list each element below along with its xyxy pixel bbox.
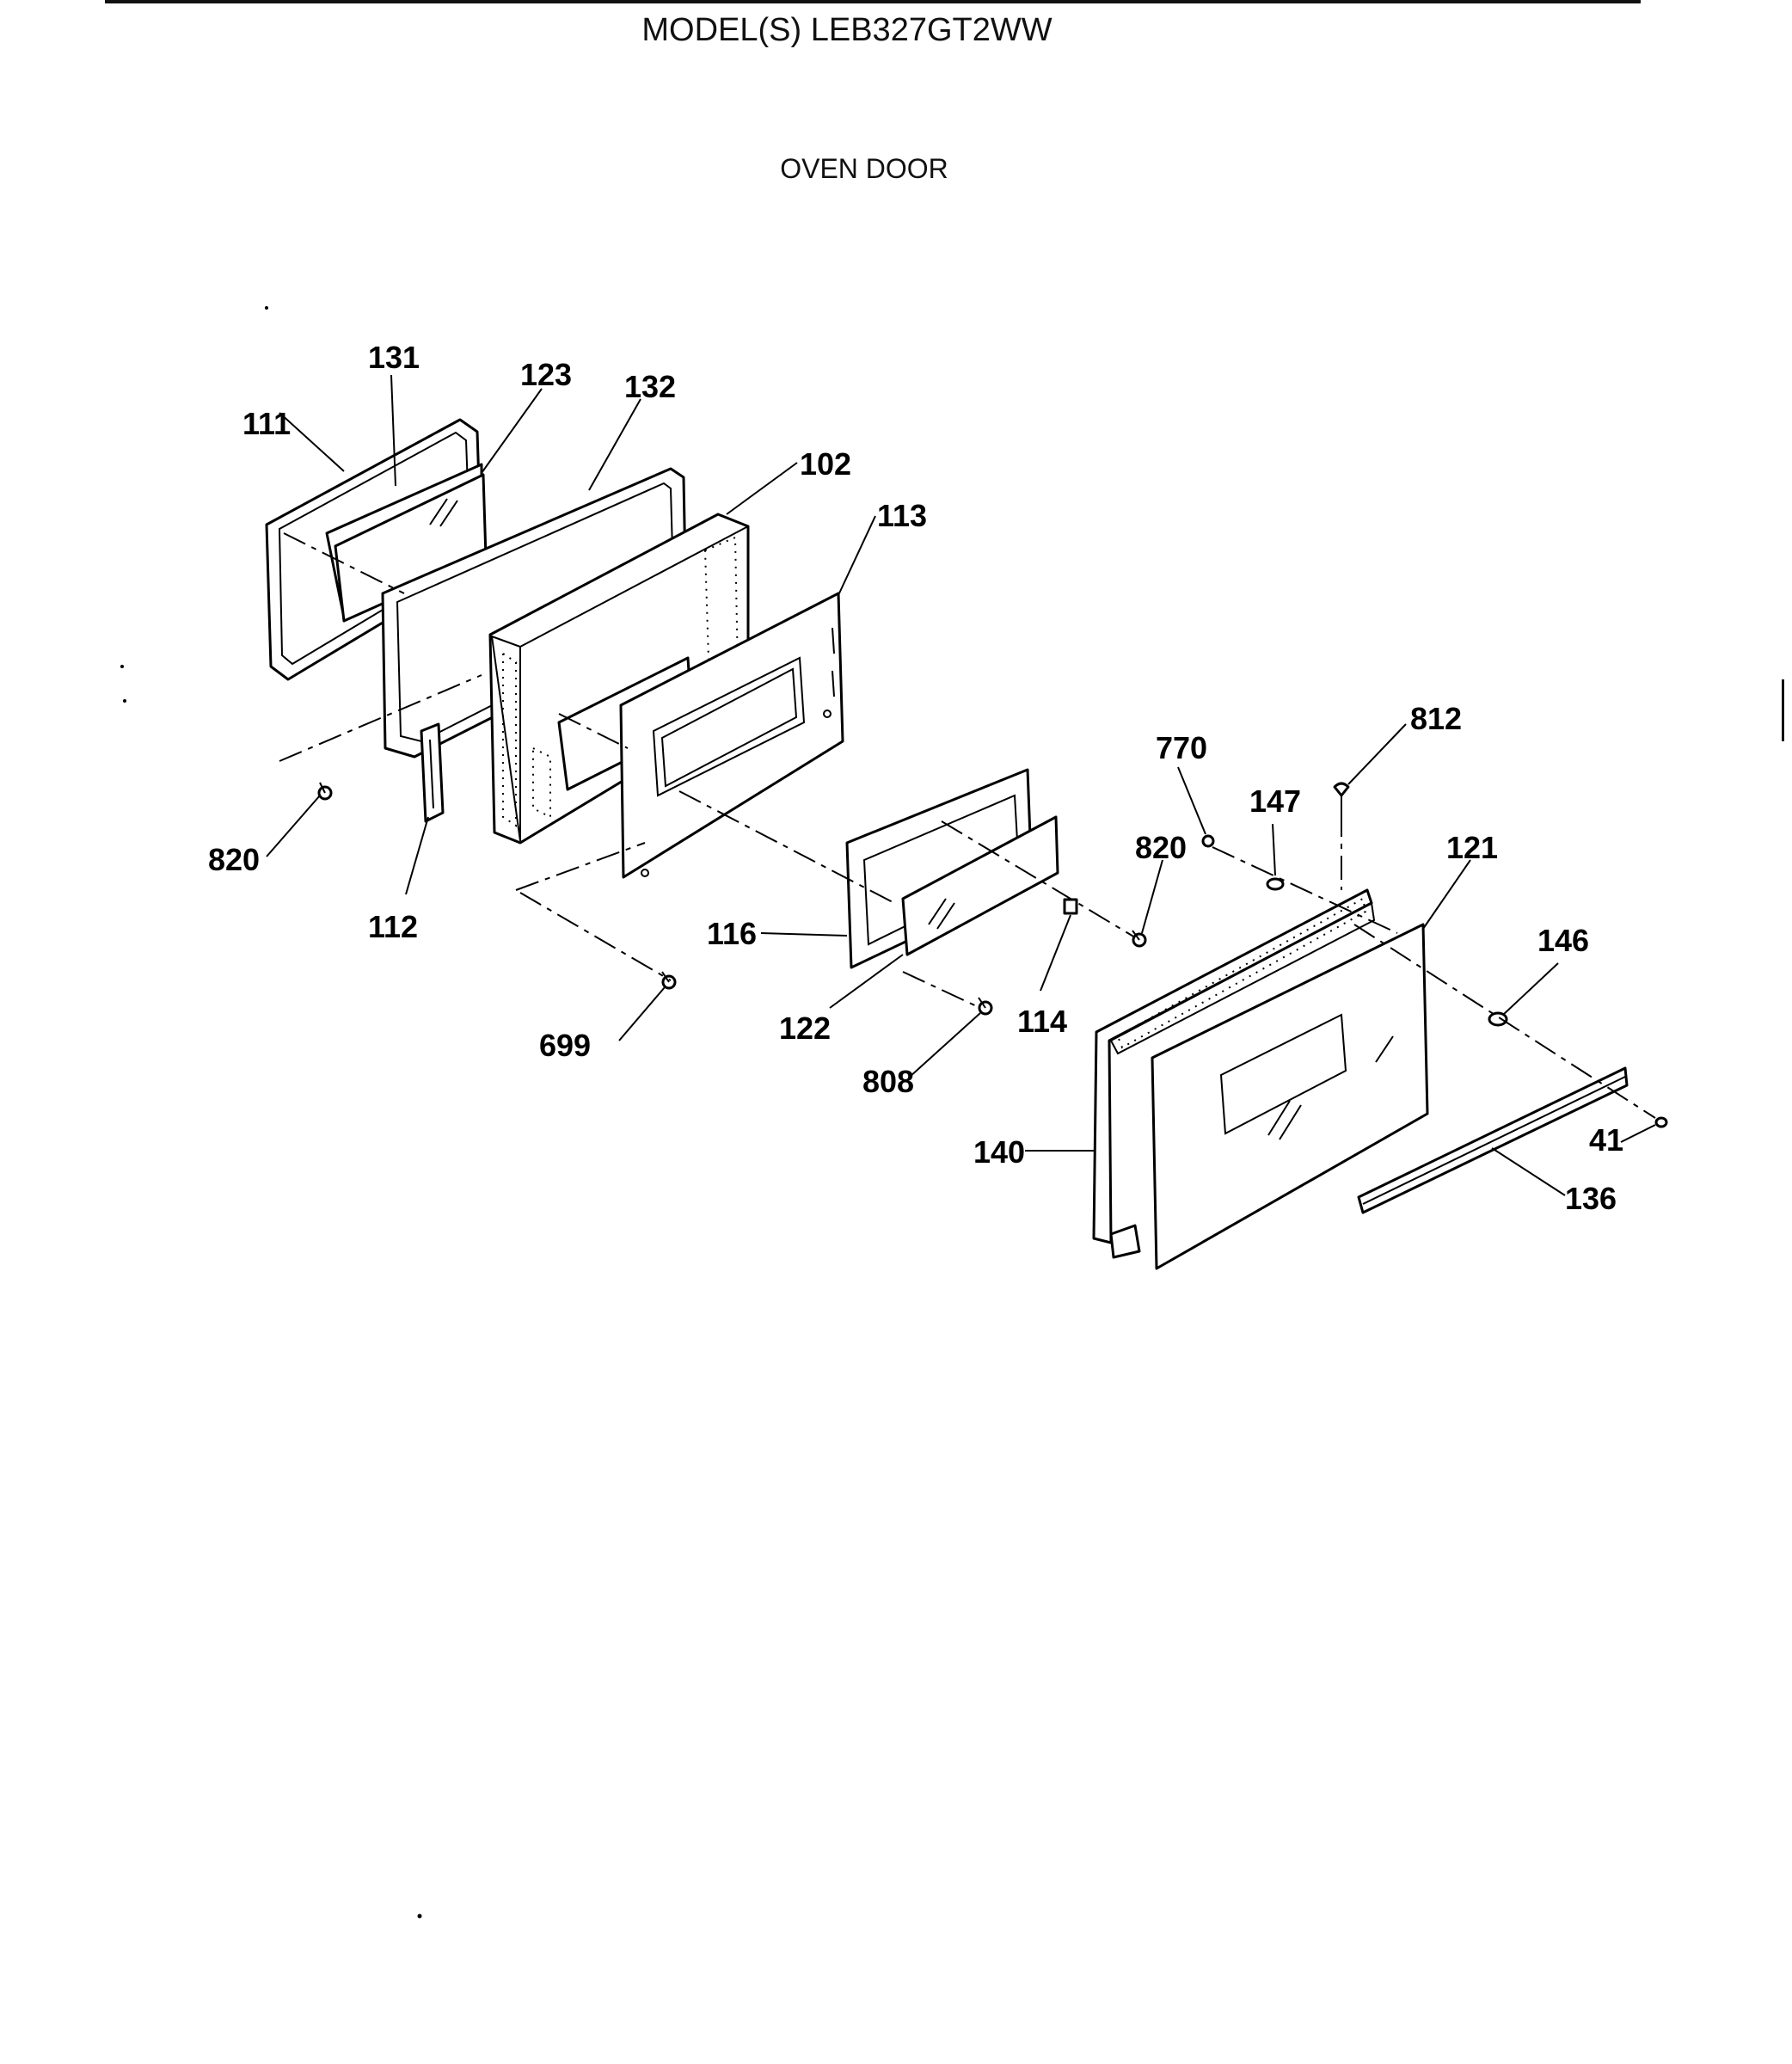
callout-820-right: 820 xyxy=(1135,830,1187,865)
callout-140: 140 xyxy=(973,1134,1025,1170)
callout-770: 770 xyxy=(1156,730,1207,765)
callout-808: 808 xyxy=(862,1064,914,1099)
callout-699: 699 xyxy=(539,1028,591,1063)
callout-132: 132 xyxy=(624,369,676,404)
hardware-screws xyxy=(317,782,1668,1128)
part-112-hinge-rail xyxy=(420,722,445,823)
callout-114: 114 xyxy=(1017,1004,1067,1039)
callout-112: 112 xyxy=(368,909,418,944)
top-rule xyxy=(105,0,1641,3)
callout-136: 136 xyxy=(1565,1181,1617,1216)
model-title: MODEL(S) LEB327GT2WW xyxy=(641,12,1052,48)
part-136-door-trim xyxy=(1357,1066,1629,1214)
callout-leader-lines xyxy=(266,374,1656,1196)
callout-131: 131 xyxy=(368,340,420,375)
section-title: OVEN DOOR xyxy=(780,153,948,184)
part-121-outer-glass-panel xyxy=(1151,923,1429,1270)
callout-116: 116 xyxy=(707,916,757,951)
callout-820-left: 820 xyxy=(208,842,260,877)
callout-123: 123 xyxy=(520,357,572,392)
callout-147: 147 xyxy=(1249,783,1301,819)
callout-121: 121 xyxy=(1446,830,1498,865)
callout-812: 812 xyxy=(1410,701,1462,736)
callout-122: 122 xyxy=(779,1010,831,1046)
callout-41: 41 xyxy=(1589,1122,1623,1158)
part-140-outer-door-frame xyxy=(1092,888,1376,1259)
assembly-dashed-lines xyxy=(279,532,1656,1119)
callout-102: 102 xyxy=(800,446,851,482)
edge-mark xyxy=(1782,679,1784,741)
part-113-inner-door-panel xyxy=(619,592,844,879)
callout-111: 111 xyxy=(242,406,291,441)
scan-specks xyxy=(120,306,422,1919)
part-122-window-glass xyxy=(901,815,1059,956)
callout-146: 146 xyxy=(1537,923,1589,958)
callout-113: 113 xyxy=(877,498,927,533)
